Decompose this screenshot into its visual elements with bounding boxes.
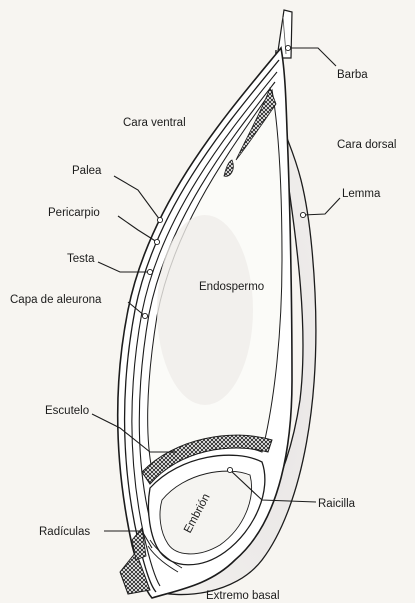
- dot-pericarpio: [154, 239, 159, 244]
- endosperm-shading: [157, 215, 253, 405]
- label-escutelo: Escutelo: [45, 405, 89, 417]
- label-testa: Testa: [67, 253, 95, 265]
- dot-palea: [157, 217, 162, 222]
- label-pericarpio: Pericarpio: [48, 207, 100, 219]
- label-endospermo: Endospermo: [199, 281, 264, 293]
- label-palea: Palea: [72, 165, 102, 177]
- label-extremo-basal: Extremo basal: [206, 590, 280, 602]
- label-radiculas: Radículas: [39, 526, 90, 538]
- dot-capa-de-aleurona: [142, 313, 147, 318]
- label-barba: Barba: [337, 69, 368, 81]
- dot-lemma: [300, 212, 305, 217]
- label-cara-ventral: Cara ventral: [123, 117, 186, 129]
- label-raicilla: Raicilla: [318, 498, 356, 510]
- label-lemma: Lemma: [342, 188, 381, 200]
- label-capa-de-aleurona: Capa de aleurona: [10, 294, 102, 306]
- dot-testa: [147, 269, 152, 274]
- dot-raicilla: [227, 467, 232, 472]
- dot-barba: [285, 45, 290, 50]
- label-cara-dorsal: Cara dorsal: [337, 139, 396, 151]
